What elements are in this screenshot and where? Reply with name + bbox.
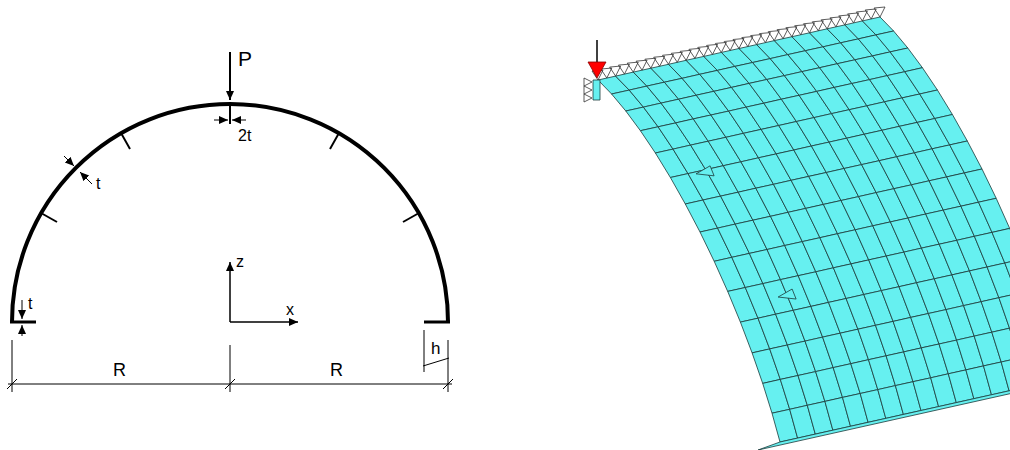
dimension-label: R (330, 361, 343, 379)
support-symbol (742, 37, 753, 47)
support-symbol (618, 64, 629, 74)
z-axis (229, 262, 231, 322)
support-symbol (795, 25, 806, 35)
load-arrow (229, 52, 231, 100)
mesh-element (950, 141, 982, 173)
load-line (596, 40, 598, 64)
stiffener-mesh (696, 166, 714, 176)
x-axis (230, 321, 298, 323)
mesh-element (992, 228, 1010, 263)
support-symbol (768, 31, 779, 41)
flange-mesh (758, 379, 1010, 450)
mesh-element (964, 169, 996, 202)
support-symbol (584, 78, 592, 86)
support-symbol (671, 52, 682, 62)
support-symbol (584, 86, 592, 94)
support-symbol (627, 62, 638, 72)
dimension-label: t (28, 296, 32, 312)
dimension-label: h (431, 340, 440, 357)
support-symbol (663, 54, 674, 64)
support-symbol (839, 15, 850, 25)
mesh-element (890, 48, 922, 72)
support-symbol (724, 40, 735, 50)
support-symbol (759, 33, 770, 43)
support-symbol (654, 56, 665, 66)
support-symbol (830, 17, 841, 27)
fe-mesh (584, 7, 1010, 450)
dimension-lines (7, 340, 453, 392)
support-symbol (689, 48, 700, 58)
support-symbol (636, 60, 647, 70)
mesh-element (979, 198, 1010, 232)
flange (10, 321, 36, 324)
mesh-element (920, 90, 953, 119)
dimension-label: x (286, 302, 294, 318)
support-symbol (733, 39, 744, 49)
support-symbol (707, 44, 718, 54)
dimension-label: R (113, 361, 126, 379)
support-symbol (821, 19, 832, 29)
mesh-element (1005, 259, 1010, 294)
support-symbol (786, 27, 797, 37)
support-symbol (812, 21, 823, 31)
support-symbol (865, 9, 876, 19)
mesh-element (1001, 358, 1010, 391)
dimension-label: z (236, 254, 244, 270)
mesh-element (999, 294, 1010, 328)
support-symbol (751, 35, 762, 45)
dimension-label: P (238, 48, 252, 69)
mesh-element (935, 115, 968, 145)
support-symbol (715, 42, 726, 52)
support-symbol (856, 11, 867, 21)
support-symbol (584, 94, 592, 102)
support-symbol (777, 29, 788, 39)
support-symbol (601, 68, 612, 78)
load-arrowhead (588, 62, 606, 78)
support-symbol (645, 58, 656, 68)
support-symbol (698, 46, 709, 56)
stiffener-mesh (778, 289, 796, 299)
dimension-label: t (96, 176, 100, 192)
flange (424, 321, 450, 324)
mesh-element (992, 328, 1010, 362)
support-symbol (804, 23, 815, 33)
plate-mesh (593, 80, 600, 100)
mesh-element (905, 68, 938, 94)
shell-arc (12, 104, 448, 322)
support-symbol (680, 50, 691, 60)
support-symbol (874, 7, 885, 17)
stiffeners (41, 104, 419, 222)
dimension-label: 2t (238, 128, 251, 144)
support-symbol (848, 13, 859, 23)
support-symbol (610, 66, 621, 76)
